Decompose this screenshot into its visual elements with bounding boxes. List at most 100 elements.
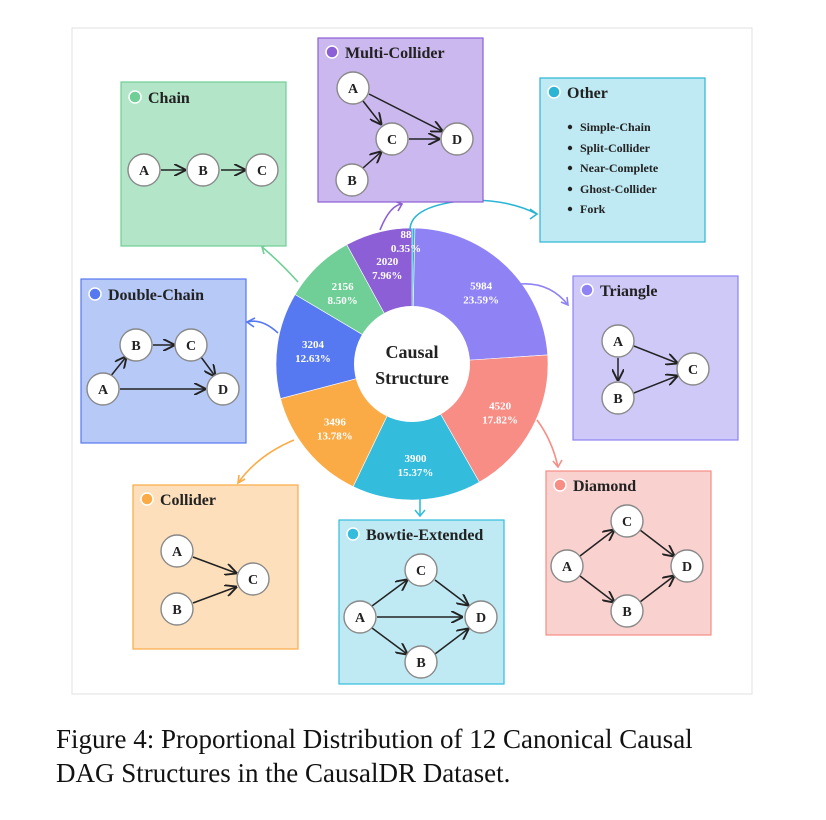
node-dc-c bbox=[174, 328, 208, 362]
arrowhead-diamond bbox=[552, 459, 563, 469]
slice-bowtie-extended bbox=[352, 363, 480, 501]
node-mc-c bbox=[375, 122, 409, 156]
node-label-dia-b: B bbox=[622, 605, 631, 620]
panel-multi-collider: Multi-Collider A C D B bbox=[317, 37, 484, 203]
panel-collider: Collider A C B bbox=[132, 484, 299, 650]
other-item-3: Near-Complete bbox=[580, 161, 659, 175]
node-tri-c bbox=[676, 352, 710, 386]
edge-bow-a-c bbox=[371, 580, 407, 607]
other-item-1: Simple-Chain bbox=[580, 120, 651, 134]
node-label-dia-c: C bbox=[622, 515, 632, 530]
bullet-other-2 bbox=[567, 145, 573, 151]
node-dc-d bbox=[206, 372, 240, 406]
legend-dot-diamond bbox=[553, 478, 567, 492]
other-item-5: Fork bbox=[580, 202, 606, 216]
panel-bowtie-extended: Bowtie-Extended C A D B bbox=[338, 519, 505, 685]
node-label-col-c: C bbox=[248, 573, 258, 588]
node-label-chain-c: C bbox=[257, 164, 267, 179]
bullet-other-1 bbox=[567, 124, 573, 130]
node-col-c bbox=[236, 562, 270, 596]
node-dia-c bbox=[610, 504, 644, 538]
caption-line-1: Figure 4: Proportional Distribution of 1… bbox=[56, 724, 693, 754]
node-tri-a bbox=[601, 324, 635, 358]
node-dc-a bbox=[86, 372, 120, 406]
bullet-other-4 bbox=[567, 186, 573, 192]
edge-dc-a-b bbox=[109, 357, 126, 378]
slice-percent-other: 0.35% bbox=[391, 243, 421, 255]
arrowhead-double-chain bbox=[245, 317, 256, 328]
slice-percent-multi-collider: 7.96% bbox=[372, 270, 402, 282]
slice-value-triangle: 5984 bbox=[470, 281, 493, 293]
node-label-tri-c: C bbox=[688, 363, 698, 378]
node-tri-b bbox=[601, 381, 635, 415]
slice-percent-diamond: 17.82% bbox=[482, 414, 518, 426]
legend-dot-collider bbox=[140, 492, 154, 506]
node-bow-c bbox=[404, 553, 438, 587]
panel-title-triangle: Triangle bbox=[600, 283, 657, 300]
panel-double-chain: Double-Chain B C A D bbox=[80, 278, 247, 444]
donut-hole bbox=[354, 306, 470, 422]
node-label-mc-b: B bbox=[347, 174, 356, 189]
node-label-mc-a: A bbox=[348, 82, 359, 97]
edge-bow-c-d bbox=[434, 579, 468, 605]
caption-line-2: DAG Structures in the CausalDR Dataset. bbox=[56, 758, 511, 788]
legend-dot-multi-collider bbox=[325, 45, 339, 59]
node-bow-a bbox=[343, 600, 377, 634]
connector-chain bbox=[261, 246, 299, 283]
node-mc-b bbox=[335, 163, 369, 197]
node-chain-c bbox=[245, 153, 279, 187]
node-chain-a bbox=[127, 153, 161, 187]
slice-percent-double-chain: 12.63% bbox=[295, 353, 331, 365]
bullet-other-3 bbox=[567, 165, 573, 171]
node-label-chain-b: B bbox=[198, 164, 207, 179]
node-col-b bbox=[160, 592, 194, 626]
connector-arrowheads bbox=[237, 200, 569, 518]
bullet-other-5 bbox=[567, 206, 573, 212]
arrowhead-other bbox=[529, 208, 539, 220]
slice-labels: 880.35%598423.59%452017.82%390015.37%349… bbox=[295, 229, 518, 479]
other-item-2: Split-Collider bbox=[580, 141, 651, 155]
edge-dc-c-d bbox=[200, 356, 215, 376]
slice-value-other: 88 bbox=[401, 229, 413, 241]
slice-value-diamond: 4520 bbox=[489, 400, 512, 412]
edge-mc-a-d bbox=[368, 93, 442, 131]
edge-col-b-c bbox=[192, 587, 236, 604]
panel-title-diamond: Diamond bbox=[573, 478, 636, 495]
node-mc-d bbox=[440, 122, 474, 156]
connector-diamond bbox=[536, 419, 559, 468]
arrowhead-collider bbox=[237, 474, 246, 485]
node-bow-d bbox=[464, 600, 498, 634]
legend-dot-double-chain bbox=[88, 287, 102, 301]
node-label-chain-a: A bbox=[139, 164, 150, 179]
panel-title-multi-collider: Multi-Collider bbox=[345, 45, 445, 62]
arrowhead-bowtie bbox=[414, 509, 426, 518]
panel-title-chain: Chain bbox=[148, 90, 190, 107]
node-label-col-b: B bbox=[172, 603, 181, 618]
panel-chain: Chain A B C bbox=[120, 81, 287, 247]
node-label-dia-d: D bbox=[682, 560, 692, 575]
edge-tri-a-c bbox=[633, 345, 677, 363]
node-label-bow-d: D bbox=[476, 611, 486, 626]
panel-title-bowtie-extended: Bowtie-Extended bbox=[366, 527, 483, 544]
legend-dot-bowtie-extended bbox=[346, 527, 360, 541]
center-label-line1: Causal bbox=[385, 342, 438, 362]
node-mc-a bbox=[336, 71, 370, 105]
connector-triangle bbox=[519, 283, 569, 306]
node-label-dc-b: B bbox=[131, 339, 140, 354]
edge-dia-a-c bbox=[579, 530, 614, 557]
donut-chart bbox=[275, 227, 549, 501]
node-label-bow-a: A bbox=[355, 611, 366, 626]
node-label-tri-b: B bbox=[613, 392, 622, 407]
causal-structure-figure: Causal Structure 880.35%598423.59%452017… bbox=[71, 27, 753, 695]
edge-bow-b-d bbox=[434, 629, 468, 655]
edge-mc-b-c bbox=[362, 152, 381, 169]
panel-title-double-chain: Double-Chain bbox=[108, 287, 204, 304]
node-label-dc-a: A bbox=[98, 383, 109, 398]
panel-title-collider: Collider bbox=[160, 492, 216, 509]
center-label-line2: Structure bbox=[375, 368, 449, 388]
edge-mc-a-c bbox=[362, 100, 381, 124]
panel-other: Other Simple-Chain Split-Collider Near-C… bbox=[539, 77, 706, 243]
connector-multi-collider bbox=[379, 203, 403, 231]
panel-triangle: Triangle A C B bbox=[572, 275, 739, 441]
slice-percent-bowtie-extended: 15.37% bbox=[398, 467, 434, 479]
